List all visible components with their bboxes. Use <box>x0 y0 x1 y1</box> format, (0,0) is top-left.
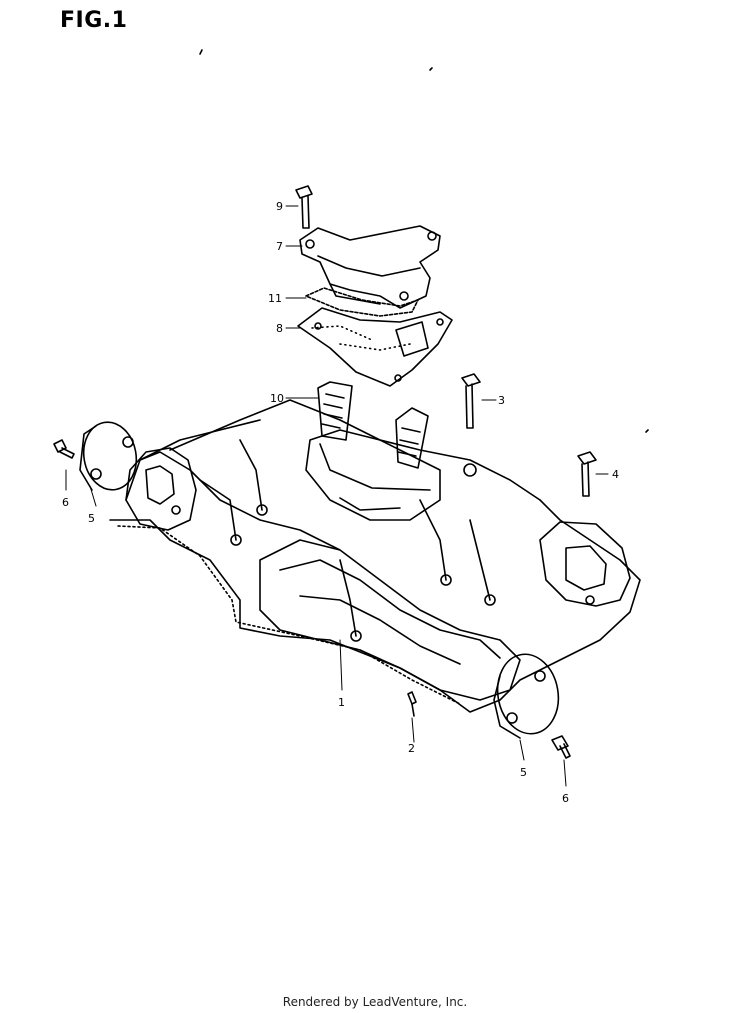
end-cap-5-left <box>79 421 138 491</box>
footer-credit: Rendered by LeadVenture, Inc. <box>282 995 468 1009</box>
callout-7: 7 <box>276 240 283 253</box>
callout-10: 10 <box>270 392 284 405</box>
bolt-9 <box>295 185 313 229</box>
figure-title: FIG.1 <box>60 8 128 33</box>
callout-8: 8 <box>276 322 283 335</box>
gasket-11 <box>305 287 419 317</box>
gasket-plate-8 <box>297 307 453 387</box>
bolt-3 <box>461 373 481 429</box>
bolt-4 <box>577 451 597 497</box>
screw-6-right <box>551 735 571 759</box>
callout-3: 3 <box>498 394 505 407</box>
callout-4: 4 <box>612 468 619 481</box>
cover-plate-7 <box>299 225 441 309</box>
callout-1: 1 <box>338 696 345 709</box>
leader-lines <box>65 205 609 787</box>
callout-11: 11 <box>268 292 282 305</box>
callout-5-right: 5 <box>520 766 527 779</box>
callout-6-left: 6 <box>62 496 69 509</box>
callout-2: 2 <box>408 742 415 755</box>
callout-9: 9 <box>276 200 283 213</box>
callout-5-left: 5 <box>88 512 95 525</box>
end-cap-5-right <box>493 653 560 739</box>
head-cover-1 <box>109 399 641 713</box>
screw-6-left <box>53 439 75 459</box>
callout-6-right: 6 <box>562 792 569 805</box>
stud-2 <box>407 691 417 717</box>
